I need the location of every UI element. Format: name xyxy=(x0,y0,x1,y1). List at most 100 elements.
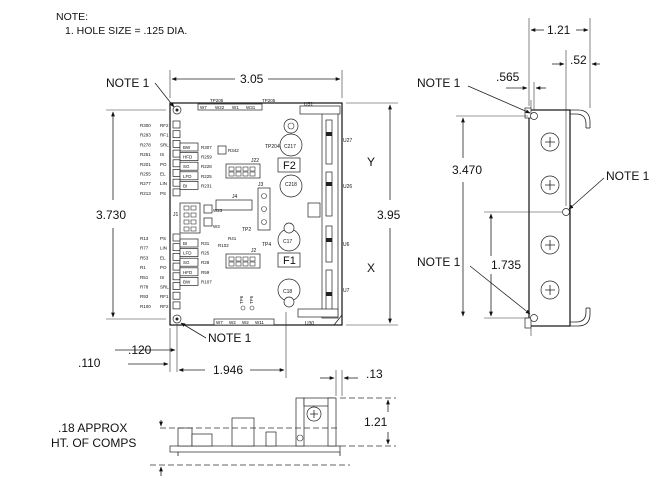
side-flange-top xyxy=(570,109,591,128)
pin-ref-label: R213 xyxy=(140,191,151,196)
label-j3: J3 xyxy=(258,182,264,188)
side-flange-bottom xyxy=(570,308,591,327)
inner-pin-box xyxy=(179,171,199,181)
pin-box xyxy=(172,169,181,177)
label-c217: C217 xyxy=(284,144,296,150)
label-u27: U27 xyxy=(343,138,352,144)
fuse-f2 xyxy=(277,157,301,173)
pin-ref-label: R300 xyxy=(140,123,151,128)
board-chamfer xyxy=(333,314,343,326)
dim-121-side: 1.21 xyxy=(547,23,571,37)
side-hole-mid xyxy=(562,208,570,216)
inner-pin-box xyxy=(179,238,199,248)
dim-1735: 1.735 xyxy=(491,258,521,272)
side-view: 1.21 .52 .565 NOTE 1 NOTE 1 NOTE 1 3.470… xyxy=(417,18,650,336)
pin-box xyxy=(172,120,181,129)
pin-ref-label: R293 xyxy=(140,133,151,138)
inner-pin-ref-label: R28 xyxy=(201,260,210,265)
label-tp2: TP2 xyxy=(242,227,251,233)
label-u26: U26 xyxy=(343,184,352,190)
note-hole-size: 1. HOLE SIZE = .125 DIA. xyxy=(65,25,188,37)
label-tp204: TP204 xyxy=(265,144,280,150)
label-u7: U7 xyxy=(343,288,350,294)
pin-signal-label: IS xyxy=(160,275,164,280)
dim-0120: .120 xyxy=(128,343,152,357)
part-r342 xyxy=(217,145,227,155)
bottom-header-strip xyxy=(213,318,275,326)
label-j4: J4 xyxy=(232,194,238,200)
pin-signal-label: SRL xyxy=(160,285,169,290)
pin-box xyxy=(172,140,181,148)
inner-pin-box xyxy=(179,277,199,286)
inner-pin-box xyxy=(179,142,199,152)
u31-chip xyxy=(299,105,341,115)
inner-pin-box-label: LFD xyxy=(183,251,192,256)
comp-block-2 xyxy=(191,433,213,447)
label-u6: U6 xyxy=(343,242,350,248)
pin-signal-label: SRL xyxy=(160,142,169,147)
label-j22: J22 xyxy=(251,158,259,164)
pin-ref-label: R1 xyxy=(140,265,146,270)
pin-signal-label: RF2 xyxy=(160,304,169,309)
pin-ref-label: R93 xyxy=(140,294,149,299)
dim-3470: 3.470 xyxy=(452,163,482,177)
general-notes: NOTE: 1. HOLE SIZE = .125 DIA. xyxy=(56,10,187,38)
axis-y-label: Y xyxy=(367,155,375,169)
label-c218-a: C218 xyxy=(285,182,297,188)
inner-pin-ref-label: R31 xyxy=(201,241,210,246)
comp-block-1 xyxy=(177,427,193,447)
inner-pin-box-label: BW xyxy=(183,145,191,150)
pin-ref-label: R278 xyxy=(140,142,151,147)
axis-x-label: X xyxy=(367,261,375,275)
comp-block-4 xyxy=(265,431,277,447)
label-c17: C17 xyxy=(283,239,292,245)
inner-pin-ref-label: R59 xyxy=(201,270,210,275)
label-w23: W23 xyxy=(213,208,223,213)
left-pin-row: R277 LIN xyxy=(140,178,181,187)
dim-3730: 3.730 xyxy=(96,208,126,222)
tp6-point xyxy=(240,305,246,311)
label-tp206: TP206 xyxy=(210,98,224,103)
left-pin-row: R300 RF2 xyxy=(140,120,181,129)
pin-signal-label: RF2 xyxy=(160,123,169,128)
pin-signal-label: IS xyxy=(160,152,164,157)
side-hole-bottom xyxy=(530,314,538,322)
callout-note1-top: NOTE 1 xyxy=(106,76,150,90)
cap-c217 xyxy=(279,133,303,157)
label-r41: R41 xyxy=(228,236,237,241)
pin-ref-label: R100 xyxy=(140,304,151,309)
inner-pin-box xyxy=(179,248,199,257)
pin-signal-label: RF1 xyxy=(160,294,169,299)
top-header-strip xyxy=(197,103,263,111)
pin-box xyxy=(172,159,181,168)
inner-pin-box-label: HFD xyxy=(183,270,193,275)
pin-signal-label: PS xyxy=(160,236,166,241)
pin-box xyxy=(172,243,181,252)
pin-box xyxy=(172,262,181,271)
pin-signal-label: LIN xyxy=(160,181,167,186)
side-screws xyxy=(540,132,560,300)
bottom-strip-w2b: W2 xyxy=(242,320,249,325)
inner-pin-ref-label: R259 xyxy=(201,155,212,160)
pin-box xyxy=(172,282,181,290)
pin-ref-label: R77 xyxy=(140,246,149,251)
left-pin-row: R278 SRL xyxy=(140,140,181,148)
pin-ref-label: R277 xyxy=(140,181,151,186)
pin-signal-label: EL xyxy=(160,172,166,177)
side-tab-bottom xyxy=(524,317,532,329)
side-board xyxy=(169,445,341,453)
